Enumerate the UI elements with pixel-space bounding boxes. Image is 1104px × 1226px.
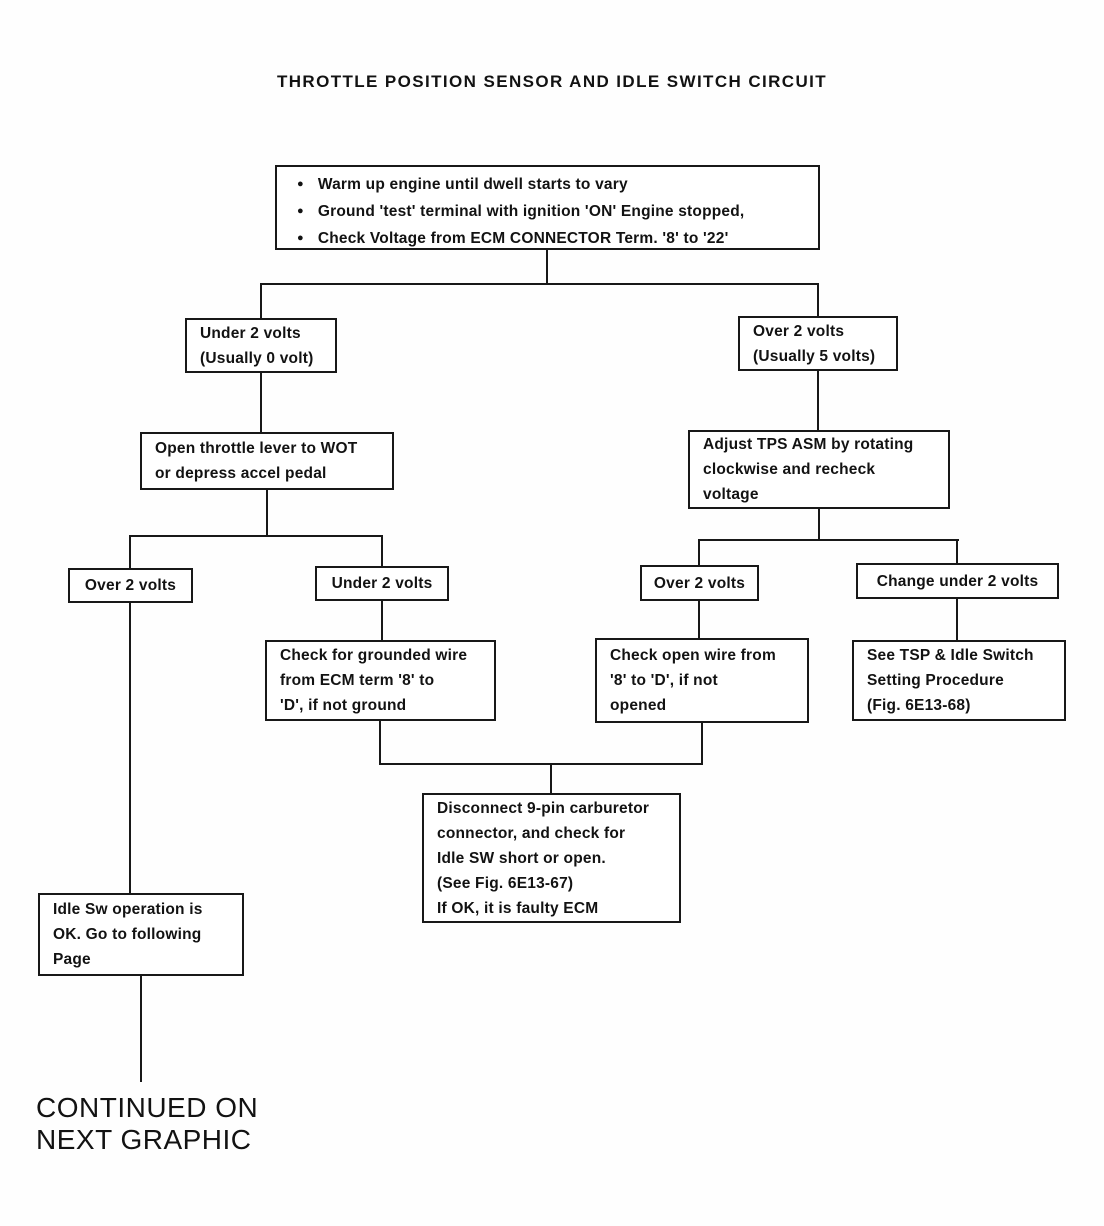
box-text-line: (Usually 0 volt) — [200, 349, 314, 367]
connector-to-idle-ok — [129, 603, 131, 893]
box-text-line: Idle SW short or open. — [437, 849, 606, 867]
connector-to-check-grounded — [381, 601, 383, 640]
box-text-line: Idle Sw operation is — [53, 901, 203, 918]
box-text-line: Over 2 volts — [753, 322, 845, 340]
box-text-line: opened — [610, 697, 667, 714]
box-text-line: Change under 2 volts — [876, 572, 1039, 590]
box-text-line: Under 2 volts — [331, 575, 433, 592]
box-text-line: Over 2 volts — [653, 574, 746, 592]
bullet-icon: ● — [297, 205, 304, 217]
connector-adjust-tps-stem — [818, 509, 820, 539]
flow-node-disconnect-connector: Disconnect 9-pin carburetor connector, a… — [422, 793, 681, 923]
flow-node-under-2-volts-left: Under 2 volts (Usually 0 volt) — [185, 318, 337, 373]
box-text-line: Page — [53, 951, 91, 968]
box-text-line: See TSP & Idle Switch — [867, 647, 1034, 664]
connector-merge-bar — [379, 763, 703, 765]
connector-to-open-throttle — [260, 373, 262, 432]
flow-node-over-2-volts-a: Over 2 volts — [68, 568, 193, 603]
start-bullet-text: Ground 'test' terminal with ignition 'ON… — [317, 203, 745, 220]
box-text-line: Check open wire from — [610, 647, 776, 664]
box-text-line: Check for grounded wire — [280, 647, 468, 664]
bullet-icon: ● — [297, 178, 304, 190]
connector-to-under2-left — [260, 283, 262, 318]
flow-node-open-throttle: Open throttle lever to WOT or depress ac… — [140, 432, 394, 490]
box-text-line: connector, and check for — [437, 824, 626, 842]
start-bullet-line: ● Warm up engine until dwell starts to v… — [277, 172, 818, 199]
box-text-line: Disconnect 9-pin carburetor — [437, 799, 650, 817]
connector-to-change-under2 — [956, 539, 958, 563]
box-text-line: Open throttle lever to WOT — [155, 440, 358, 457]
continued-note-line: NEXT GRAPHIC — [36, 1124, 252, 1155]
box-text-line: 'D', if not ground — [280, 697, 407, 714]
start-bullet-line: ● Ground 'test' terminal with ignition '… — [277, 199, 818, 226]
box-text-line: Adjust TPS ASM by rotating — [703, 436, 914, 453]
connector-to-under2-b — [381, 535, 383, 566]
flow-node-idle-sw-ok: Idle Sw operation is OK. Go to following… — [38, 893, 244, 976]
box-text-line: (Usually 5 volts) — [753, 347, 876, 365]
flow-node-see-tsp-procedure: See TSP & Idle Switch Setting Procedure … — [852, 640, 1066, 721]
box-text-line: Over 2 volts — [84, 577, 177, 594]
box-text-line: (See Fig. 6E13-67) — [437, 874, 574, 892]
connector-right-branch — [699, 539, 959, 541]
box-text-line: voltage — [703, 486, 759, 503]
box-text-line: Under 2 volts — [200, 324, 301, 342]
connector-open-throttle-stem — [266, 490, 268, 535]
box-text-line: OK. Go to following — [53, 926, 202, 943]
box-text-line: clockwise and recheck — [703, 461, 876, 478]
box-text-line: (Fig. 6E13-68) — [867, 697, 971, 714]
flow-node-under-2-volts-b: Under 2 volts — [315, 566, 449, 601]
bullet-icon: ● — [297, 232, 304, 244]
box-text-line: If OK, it is faulty ECM — [437, 899, 599, 917]
connector-to-see-tsp — [956, 599, 958, 640]
page-title: THROTTLE POSITION SENSOR AND IDLE SWITCH… — [276, 72, 828, 91]
continued-note-line: CONTINUED ON — [36, 1092, 259, 1123]
connector-left-branch — [130, 535, 383, 537]
connector-check-open-stem — [701, 723, 703, 763]
box-text-line: or depress accel pedal — [155, 465, 327, 482]
box-text-line: Setting Procedure — [867, 672, 1004, 689]
connector-to-over2-a — [129, 535, 131, 568]
connector-to-check-open — [698, 601, 700, 638]
flow-node-over-2-volts-c: Over 2 volts — [640, 565, 759, 601]
connector-check-grounded-stem — [379, 721, 381, 763]
connector-to-disconnect — [550, 763, 552, 793]
connector-to-continued — [140, 976, 142, 1082]
connector-start-stem — [546, 250, 548, 283]
connector-to-over2-right — [817, 283, 819, 316]
flow-node-adjust-tps: Adjust TPS ASM by rotating clockwise and… — [688, 430, 950, 509]
start-bullet-text: Warm up engine until dwell starts to var… — [317, 176, 628, 193]
connector-to-over2-c — [698, 539, 700, 565]
box-text-line: '8' to 'D', if not — [610, 672, 718, 689]
flow-node-check-grounded-wire: Check for grounded wire from ECM term '8… — [265, 640, 496, 721]
start-bullet-text: Check Voltage from ECM CONNECTOR Term. '… — [317, 230, 729, 247]
continued-note: CONTINUED ON NEXT GRAPHIC — [36, 1092, 258, 1156]
flow-node-start: ● Warm up engine until dwell starts to v… — [275, 165, 820, 250]
start-bullet-line: ● Check Voltage from ECM CONNECTOR Term.… — [277, 226, 818, 253]
flow-node-over-2-volts-right: Over 2 volts (Usually 5 volts) — [738, 316, 898, 371]
flow-node-change-under-2-volts: Change under 2 volts — [856, 563, 1059, 599]
flow-node-check-open-wire: Check open wire from '8' to 'D', if not … — [595, 638, 809, 723]
connector-level2-branch — [261, 283, 819, 285]
box-text-line: from ECM term '8' to — [280, 672, 435, 689]
connector-to-adjust-tps — [817, 371, 819, 430]
